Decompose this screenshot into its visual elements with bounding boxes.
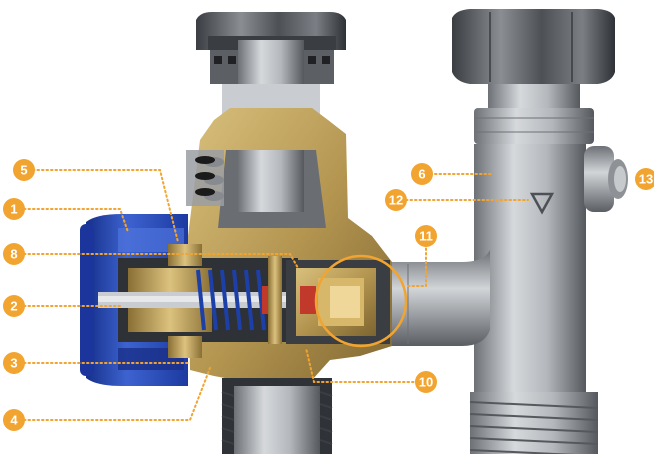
svg-text:5: 5 xyxy=(20,163,27,178)
svg-text:13: 13 xyxy=(639,172,653,187)
leader-lines xyxy=(23,169,529,421)
leader-4 xyxy=(23,367,211,421)
svg-text:12: 12 xyxy=(389,193,403,208)
callout-12: 12 xyxy=(385,189,407,211)
leader-8 xyxy=(23,253,299,269)
callout-6: 6 xyxy=(411,163,433,185)
svg-text:11: 11 xyxy=(419,229,433,244)
svg-text:4: 4 xyxy=(10,413,18,428)
spring-assembly xyxy=(98,244,330,358)
callout-4: 4 xyxy=(3,409,25,431)
leader-10 xyxy=(305,347,419,383)
svg-text:10: 10 xyxy=(419,375,433,390)
callout-13: 13 xyxy=(635,168,654,190)
detail-zoom-circle xyxy=(314,254,408,348)
callout-2: 2 xyxy=(3,295,25,317)
callout-5: 5 xyxy=(13,159,35,181)
callout-8: 8 xyxy=(3,243,25,265)
leader-1 xyxy=(23,208,129,233)
valve-insert xyxy=(286,254,408,348)
right-pipe xyxy=(452,9,628,454)
svg-text:3: 3 xyxy=(10,356,17,371)
svg-text:2: 2 xyxy=(10,299,17,314)
leader-11 xyxy=(407,243,427,287)
svg-text:8: 8 xyxy=(10,247,17,262)
svg-text:1: 1 xyxy=(10,202,17,217)
callout-3: 3 xyxy=(3,352,25,374)
callout-11: 11 xyxy=(415,225,437,247)
lower-outlet xyxy=(221,378,333,454)
callout-10: 10 xyxy=(415,371,437,393)
leader-5 xyxy=(23,169,179,243)
svg-text:6: 6 xyxy=(418,167,425,182)
callout-1: 1 xyxy=(3,198,25,220)
